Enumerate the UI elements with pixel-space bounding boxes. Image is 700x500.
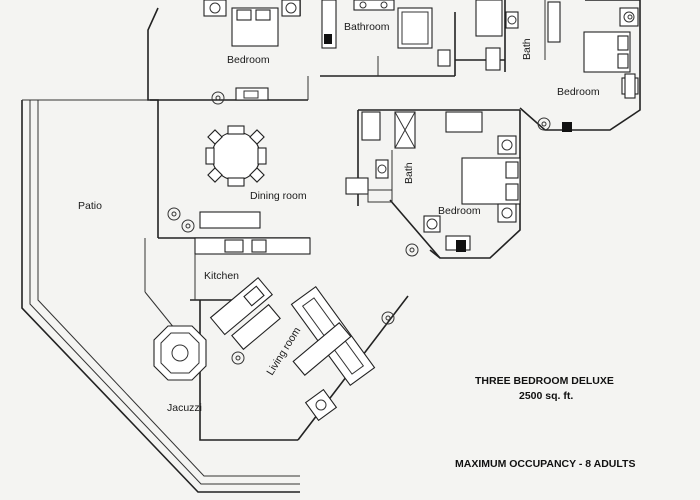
room-label-bedroom-top-left: Bedroom xyxy=(227,54,270,66)
area-caption: 2500 sq. ft. xyxy=(519,390,573,402)
armchair xyxy=(304,388,338,422)
unit-type-caption: THREE BEDROOM DELUXE xyxy=(475,375,614,387)
room-label-kitchen: Kitchen xyxy=(204,270,239,282)
room-label-bedroom-middle: Bedroom xyxy=(438,205,481,217)
room-label-dining-room: Dining room xyxy=(250,190,307,202)
plant-icons xyxy=(167,14,633,365)
room-label-patio: Patio xyxy=(78,200,102,212)
room-label-bedroom-right: Bedroom xyxy=(557,86,600,98)
coffee-table xyxy=(292,322,352,376)
bed-top-left xyxy=(203,0,301,47)
occupancy-caption: MAXIMUM OCCUPANCY - 8 ADULTS xyxy=(455,458,635,470)
sideboard xyxy=(199,211,261,229)
jacuzzi-tub xyxy=(153,325,207,381)
room-label-jacuzzi: Jacuzzi xyxy=(167,402,202,414)
bed-right xyxy=(562,7,639,132)
bathroom-fixtures xyxy=(321,0,451,76)
dining-table xyxy=(205,125,267,187)
room-label-bathroom: Bathroom xyxy=(344,21,390,33)
room-label-bath-top: Bath xyxy=(521,38,533,60)
bath-middle-fixtures xyxy=(345,111,416,203)
room-label-bath-middle: Bath xyxy=(403,162,415,184)
kitchen-island xyxy=(209,276,281,351)
bath-top-fixtures xyxy=(475,0,561,71)
kitchen-counter xyxy=(194,237,311,300)
room-label-living-room: Living room xyxy=(264,325,303,378)
bed-middle xyxy=(423,111,521,252)
dresser-top-left xyxy=(235,87,269,101)
